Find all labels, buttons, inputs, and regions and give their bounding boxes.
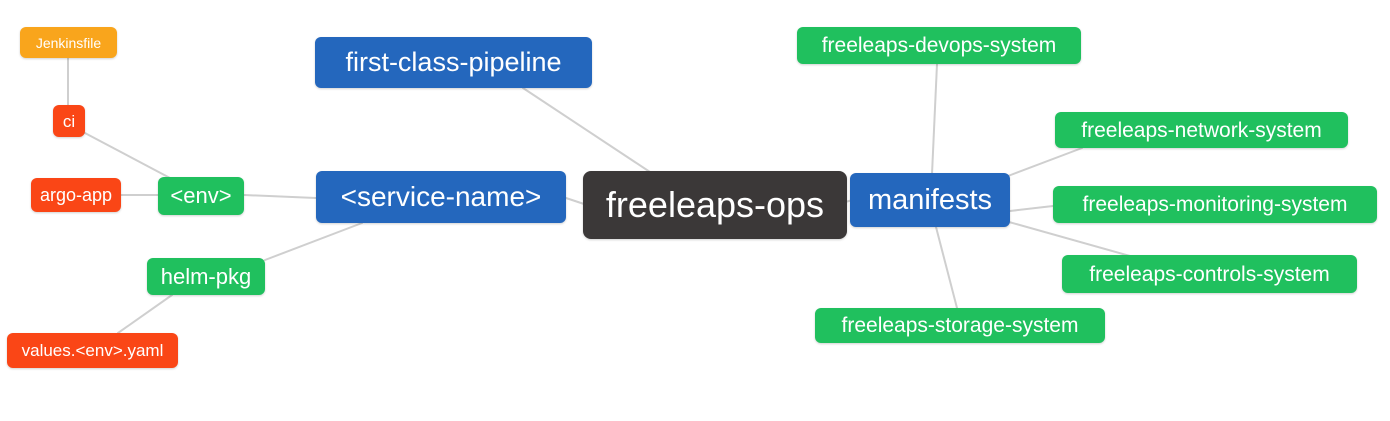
- edge-ci-env: [82, 131, 171, 179]
- edge-manifests-devops-system: [931, 63, 938, 175]
- node-freeleaps-devops-system[interactable]: freeleaps-devops-system: [797, 27, 1081, 64]
- edge-manifests-controls-system: [1008, 221, 1131, 257]
- node-values-env-yaml[interactable]: values.<env>.yaml: [7, 333, 178, 368]
- node-freeleaps-storage-system[interactable]: freeleaps-storage-system: [815, 308, 1105, 343]
- node-service-name[interactable]: <service-name>: [316, 171, 566, 223]
- edge-manifests-network-system: [1007, 147, 1083, 177]
- node-jenkinsfile[interactable]: Jenkinsfile: [20, 27, 117, 58]
- edge-values-helm-pkg: [117, 294, 173, 334]
- edge-pipeline-freeleaps-ops: [522, 87, 651, 173]
- node-freeleaps-monitoring-system[interactable]: freeleaps-monitoring-system: [1053, 186, 1377, 223]
- edge-helm-pkg-service-name: [264, 222, 363, 261]
- edge-env-service-name: [243, 194, 317, 199]
- edge-manifests-monitoring-system: [1009, 205, 1054, 212]
- node-freeleaps-ops[interactable]: freeleaps-ops: [583, 171, 847, 239]
- node-freeleaps-network-system[interactable]: freeleaps-network-system: [1055, 112, 1348, 148]
- node-ci[interactable]: ci: [53, 105, 85, 137]
- edge-service-name-freeleaps-ops: [565, 197, 585, 205]
- node-helm-pkg[interactable]: helm-pkg: [147, 258, 265, 295]
- node-freeleaps-controls-system[interactable]: freeleaps-controls-system: [1062, 255, 1357, 293]
- edge-manifests-storage-system: [935, 226, 958, 309]
- node-argo-app[interactable]: argo-app: [31, 178, 121, 212]
- node-env[interactable]: <env>: [158, 177, 244, 215]
- node-first-class-pipeline[interactable]: first-class-pipeline: [315, 37, 592, 88]
- node-manifests[interactable]: manifests: [850, 173, 1010, 227]
